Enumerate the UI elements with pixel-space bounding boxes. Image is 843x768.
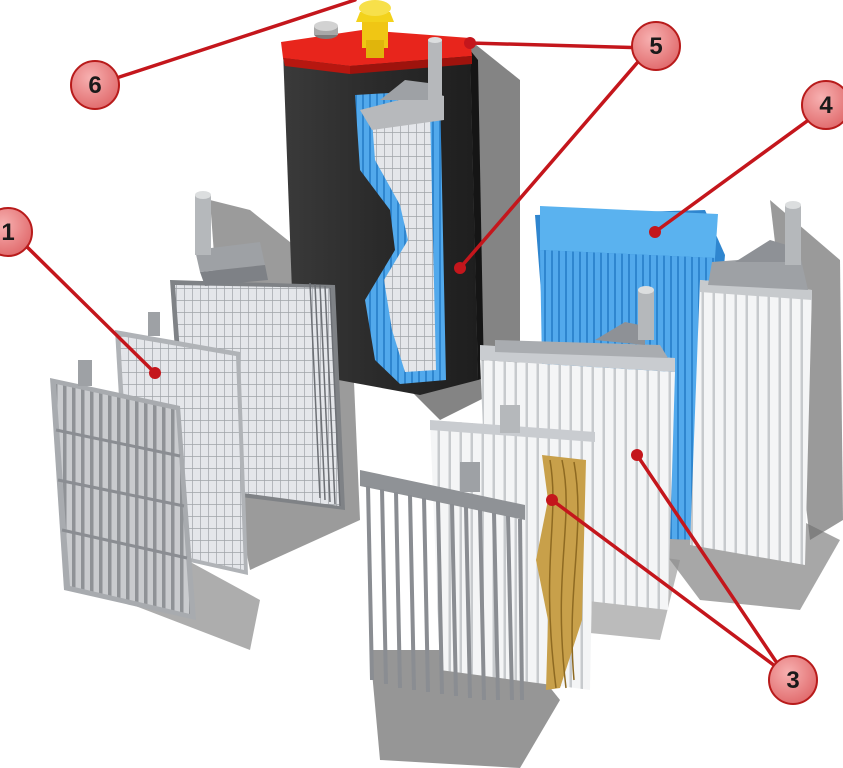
vent-cap: [356, 0, 394, 58]
leader-line-4: [653, 106, 827, 234]
callout-label-6: 6: [88, 72, 101, 99]
anchor-dot-1: [149, 367, 161, 379]
tubular-plate-right: [690, 201, 812, 565]
callout-label-4: 4: [819, 92, 833, 119]
anchor-dot-5a: [464, 37, 476, 49]
anchor-dot-3b: [631, 449, 643, 461]
terminal-post: [314, 21, 338, 39]
callout-label-3: 3: [786, 667, 799, 694]
anchor-dot-4: [649, 226, 661, 238]
battery-case-cutaway: [281, 0, 484, 395]
leader-lines: [18, 0, 827, 674]
leader-line-6: [93, 0, 357, 87]
anchor-dot-3a: [546, 494, 558, 506]
leader-line-5b: [458, 46, 652, 270]
callout-3: 3: [768, 655, 818, 705]
callout-label-5: 5: [649, 33, 662, 60]
callout-1: 1: [0, 207, 33, 257]
leader-line-1: [18, 238, 157, 375]
anchor-dots: [149, 37, 661, 506]
positive-grid-plates: [50, 191, 345, 620]
callout-6: 6: [70, 60, 120, 110]
callout-4: 4: [801, 80, 843, 130]
callout-label-1: 1: [1, 219, 14, 246]
tubular-spine-grid: [360, 462, 525, 701]
leader-line-5a: [468, 41, 652, 50]
leader-line-3a: [550, 498, 785, 674]
anchor-dot-5b: [454, 262, 466, 274]
callout-5: 5: [631, 21, 681, 71]
leader-line-3b: [635, 453, 785, 674]
